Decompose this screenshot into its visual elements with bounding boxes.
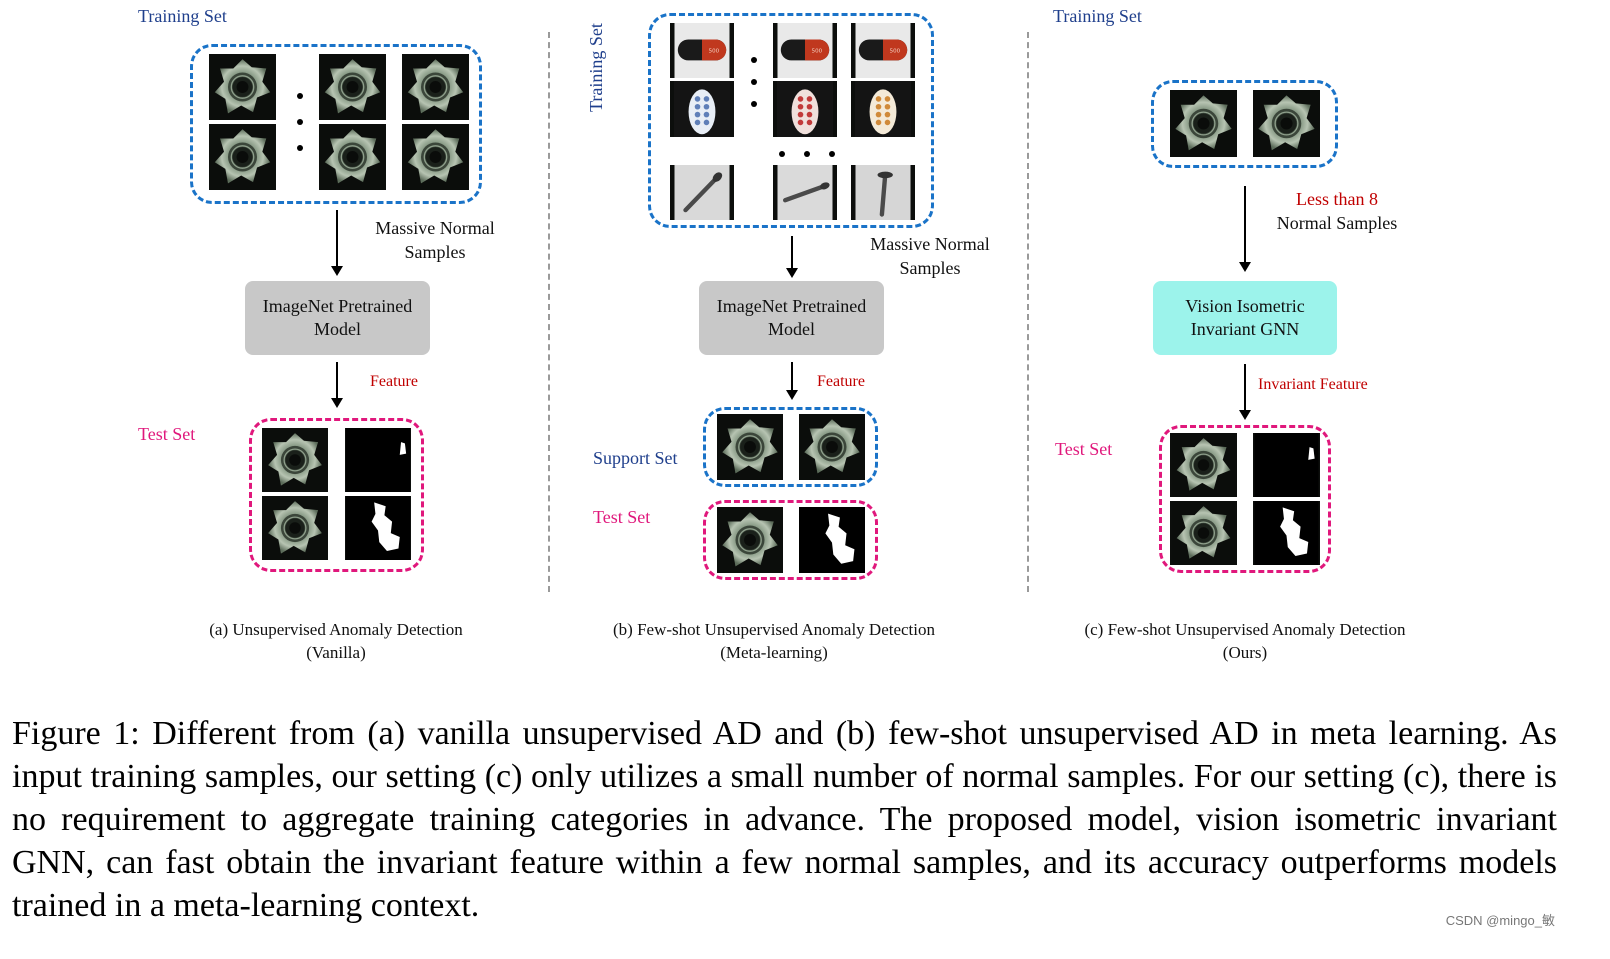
panel-c-normal-samples-line: Normal Samples: [1276, 213, 1398, 233]
metal-nut-image: [319, 54, 386, 120]
capsule-image: [670, 23, 734, 78]
metal-nut-image: [262, 428, 328, 492]
anomaly-mask-image: [345, 428, 411, 492]
panel-a-model-line1: ImageNet Pretrained: [262, 296, 413, 316]
anomaly-mask-image: [1253, 433, 1320, 497]
panel-a-massive-normal-line1: Massive Normal: [375, 218, 495, 238]
panel-a-model-line2: Model: [314, 319, 361, 339]
panel-a-test-set-box: [249, 418, 424, 572]
panel-b-support-set-box: [703, 407, 878, 487]
flow-arrow: [331, 210, 343, 276]
metal-nut-image: [1253, 90, 1320, 157]
panel-b-model-line1: ImageNet Pretrained: [716, 296, 867, 316]
panel-c-less-than-line: Less than 8: [1296, 189, 1378, 209]
anomaly-mask-image: [799, 507, 865, 573]
panel-separator: [1027, 32, 1029, 592]
screw-image: [773, 165, 837, 220]
panel-b-caption: (b) Few-shot Unsupervised Anomaly Detect…: [568, 618, 980, 664]
toothbrush-image: [851, 81, 915, 137]
toothbrush-image: [773, 81, 837, 137]
flow-arrow: [331, 362, 343, 408]
metal-nut-image: [209, 124, 276, 190]
metal-nut-image: [799, 414, 865, 480]
flow-arrow: [786, 236, 798, 278]
flow-arrow: [1239, 186, 1251, 272]
metal-nut-image: [402, 124, 469, 190]
panel-c-gnn-model-box: Vision Isometric Invariant GNN: [1153, 281, 1337, 355]
panel-c-training-set-label: Training Set: [1053, 6, 1142, 26]
capsule-image: [773, 23, 837, 78]
panel-b-caption-line2: (Meta-learning): [720, 643, 828, 662]
panel-b-test-set-label: Test Set: [593, 507, 651, 527]
metal-nut-image: [717, 507, 783, 573]
metal-nut-image: [1170, 90, 1237, 157]
ellipsis-dot: [751, 79, 757, 85]
metal-nut-image: [402, 54, 469, 120]
metal-nut-image: [717, 414, 783, 480]
panel-b-massive-normal-line1: Massive Normal: [870, 234, 990, 254]
flow-arrow: [1239, 364, 1251, 420]
ellipsis-dot: [297, 93, 303, 99]
anomaly-mask-image: [1253, 501, 1320, 565]
capsule-image: [851, 23, 915, 78]
panel-c-test-set-label: Test Set: [1055, 439, 1113, 459]
figure-caption: Figure 1: Different from (a) vanilla uns…: [12, 715, 1557, 924]
panel-c-model-line2: Invariant GNN: [1190, 319, 1300, 339]
screw-image: [670, 165, 734, 220]
panel-c-test-set-box: [1159, 425, 1331, 573]
panel-a-caption-line1: (a) Unsupervised Anomaly Detection: [209, 620, 463, 639]
panel-b-model-line2: Model: [768, 319, 815, 339]
panel-c-training-set-box: [1151, 80, 1338, 168]
metal-nut-image: [1170, 433, 1237, 497]
panel-a-test-set-label: Test Set: [138, 424, 196, 444]
panel-c-caption: (c) Few-shot Unsupervised Anomaly Detect…: [1040, 618, 1450, 664]
metal-nut-image: [209, 54, 276, 120]
panel-c-caption-line2: (Ours): [1222, 643, 1268, 662]
ellipsis-dot: [751, 101, 757, 107]
ellipsis-dot: [297, 145, 303, 151]
metal-nut-image: [262, 496, 328, 560]
panel-b-feature-label: Feature: [817, 373, 865, 390]
ellipsis-dot: [829, 151, 835, 157]
panel-a-imagenet-model-box: ImageNet Pretrained Model: [245, 281, 430, 355]
ellipsis-dot: [804, 151, 810, 157]
panel-a-training-set-label: Training Set: [138, 6, 227, 26]
panel-a-training-set-box: [190, 44, 482, 204]
panel-b-training-set-box: [648, 13, 934, 228]
panel-b-training-set-label: Training Set: [586, 23, 606, 112]
panel-b-support-set-label: Support Set: [593, 448, 678, 468]
toothbrush-image: [670, 81, 734, 137]
anomaly-mask-image: [345, 496, 411, 560]
metal-nut-image: [1170, 501, 1237, 565]
panel-a-feature-label: Feature: [370, 373, 418, 390]
panel-a-massive-normal-label: Massive Normal Samples: [362, 216, 508, 264]
flow-arrow: [786, 362, 798, 400]
panel-b-massive-normal-label: Massive Normal Samples: [856, 232, 1004, 280]
ellipsis-dot: [297, 119, 303, 125]
panel-b-samples-line2: Samples: [899, 258, 961, 278]
panel-separator: [548, 32, 550, 592]
panel-c-caption-line1: (c) Few-shot Unsupervised Anomaly Detect…: [1084, 620, 1406, 639]
panel-b-caption-line1: (b) Few-shot Unsupervised Anomaly Detect…: [613, 620, 935, 639]
panel-b-imagenet-model-box: ImageNet Pretrained Model: [699, 281, 884, 355]
panel-a-caption-line2: (Vanilla): [306, 643, 366, 662]
panel-c-sample-count-label: Less than 8 Normal Samples: [1262, 187, 1412, 235]
panel-c-invariant-feature-label: Invariant Feature: [1258, 376, 1368, 393]
panel-a-caption: (a) Unsupervised Anomaly Detection (Vani…: [170, 618, 502, 664]
metal-nut-image: [319, 124, 386, 190]
panel-c-model-line1: Vision Isometric: [1185, 296, 1305, 316]
watermark: CSDN @mingo_敏: [1445, 913, 1555, 928]
ellipsis-dot: [751, 57, 757, 63]
panel-b-test-set-box: [703, 500, 878, 580]
panel-a-samples-line2: Samples: [404, 242, 466, 262]
screw-image: [851, 165, 915, 220]
ellipsis-dot: [779, 151, 785, 157]
